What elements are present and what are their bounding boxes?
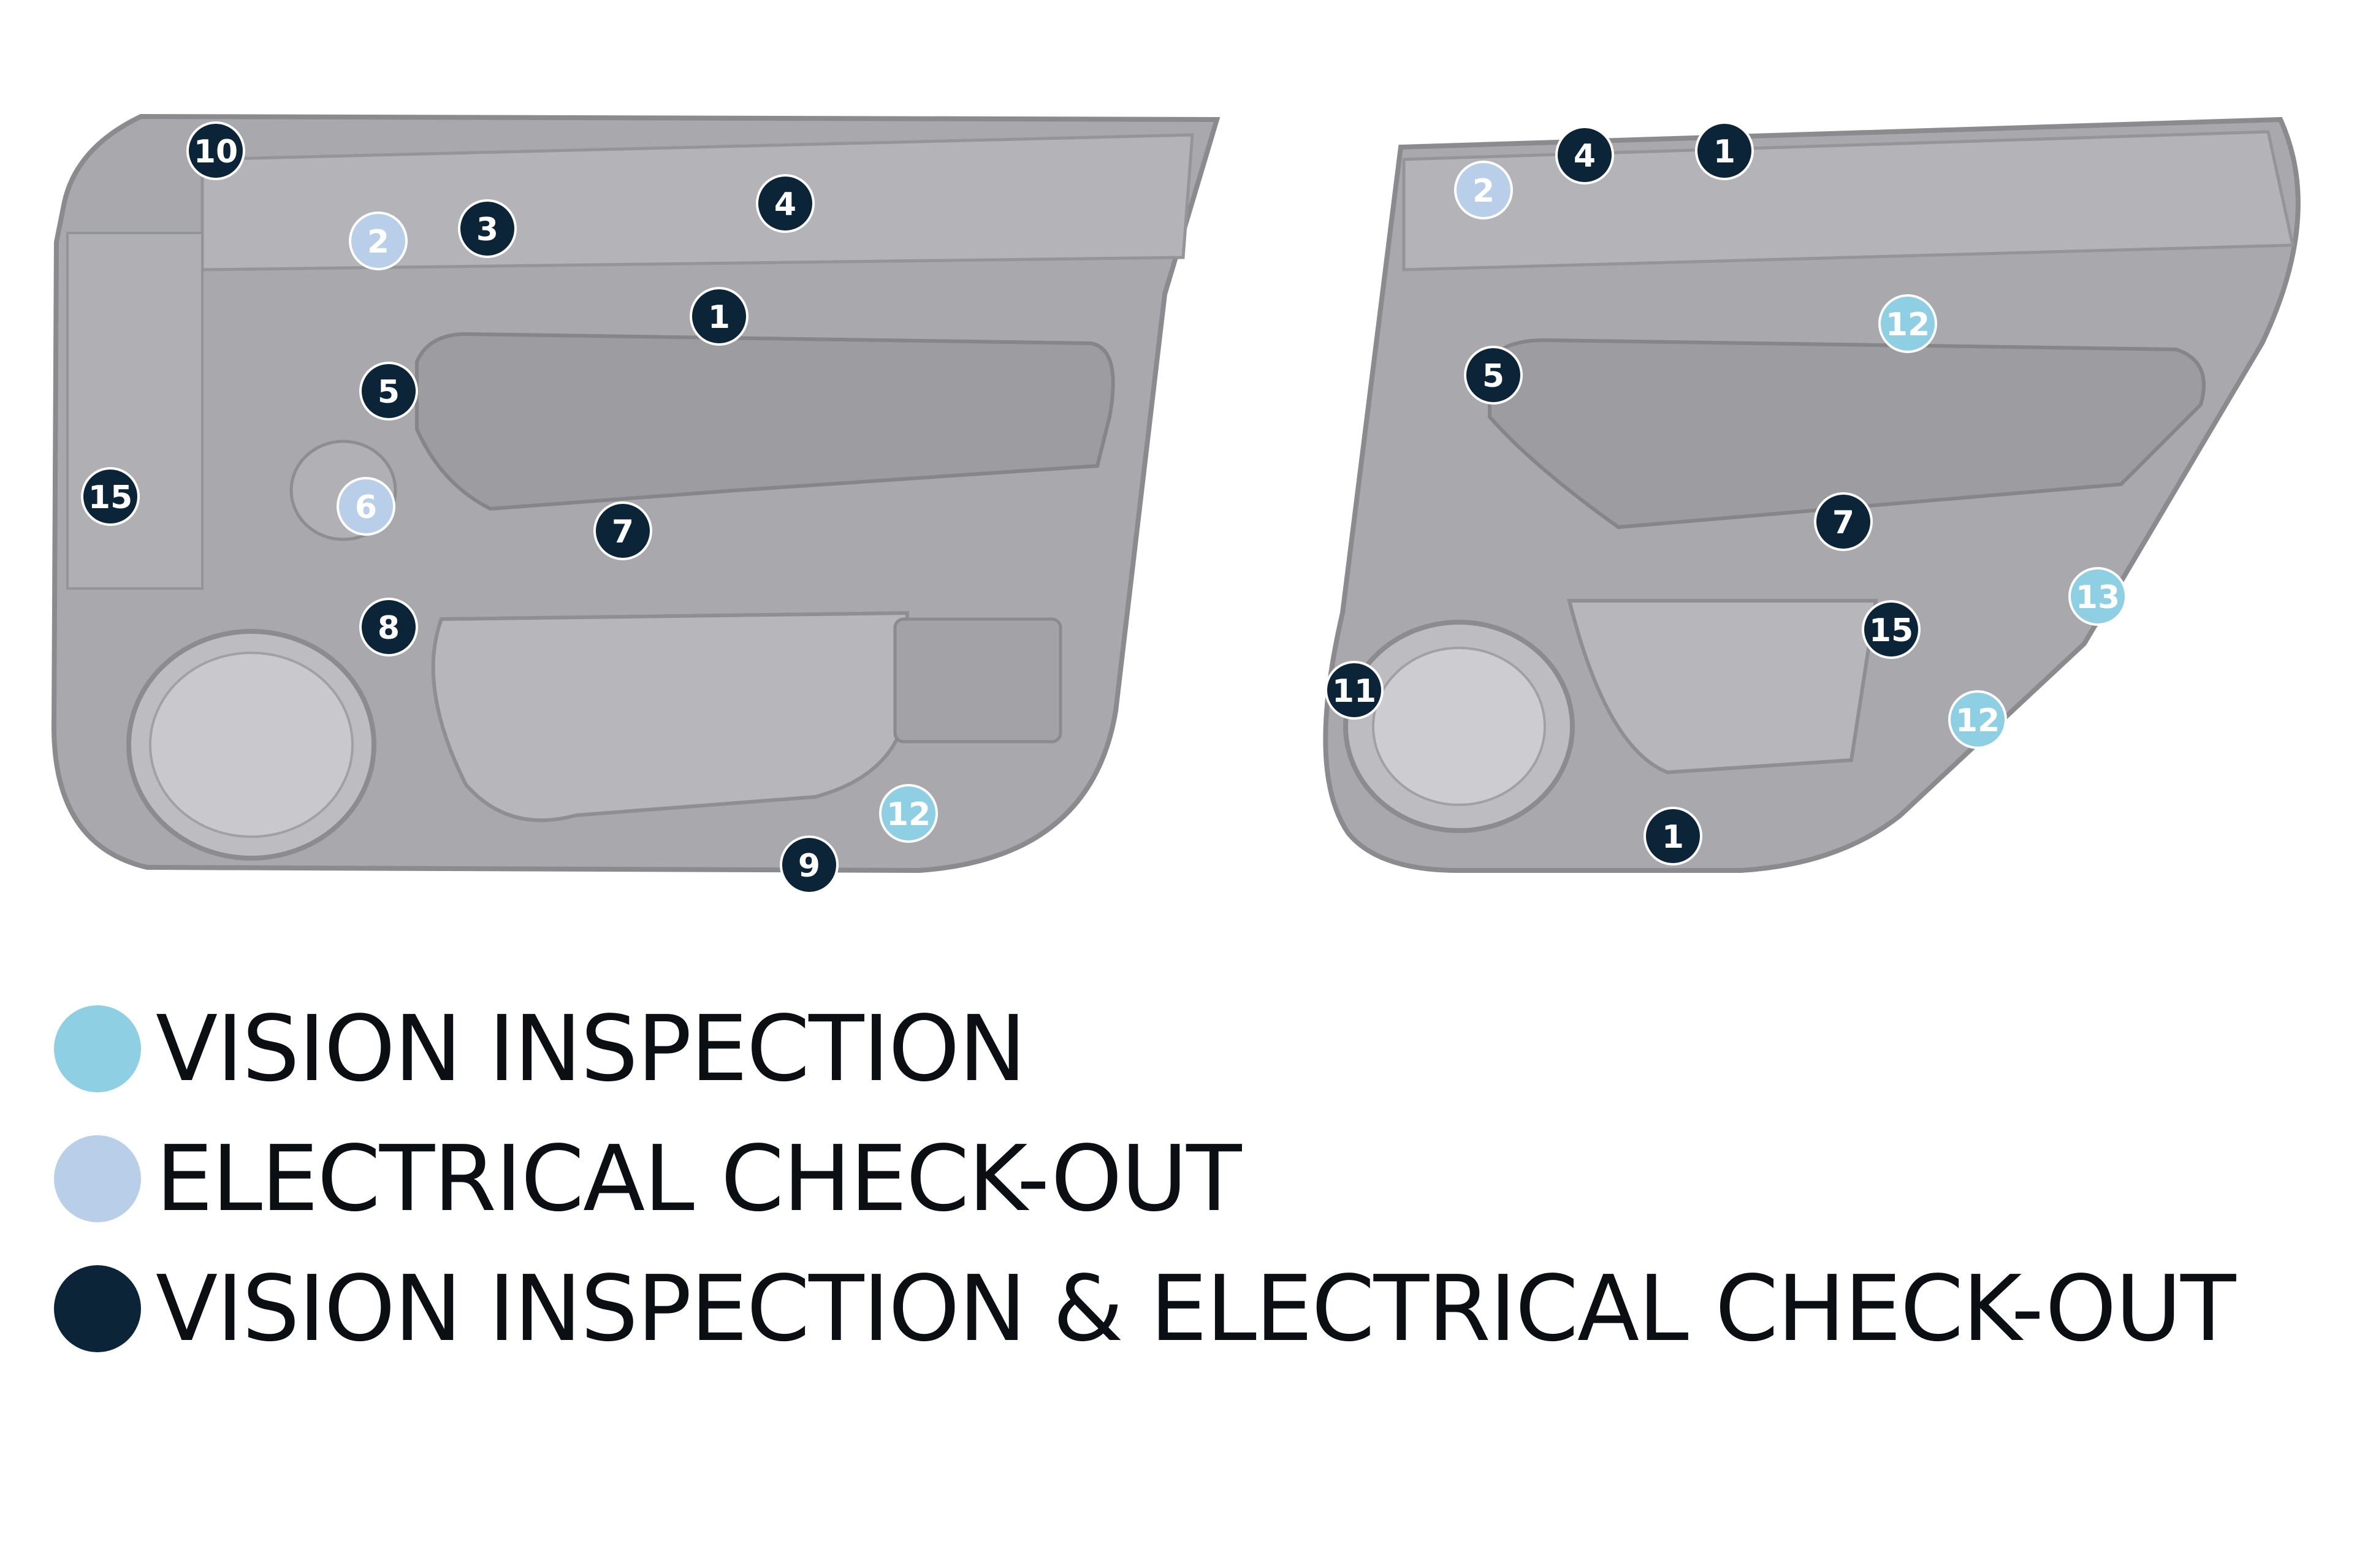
callout-marker-2: 2 — [349, 211, 408, 270]
callout-circle — [1862, 600, 1921, 659]
callout-circle — [349, 211, 408, 270]
callout-number: 1 — [708, 299, 730, 336]
legend: VISION INSPECTION ELECTRICAL CHECK-OUT V… — [54, 996, 2236, 1361]
front-door-pocket — [893, 617, 1062, 744]
callout-marker-7: 7 — [593, 501, 652, 560]
callout-circle — [1454, 161, 1513, 219]
callout-circle — [756, 174, 815, 233]
callout-number: 5 — [378, 374, 400, 411]
callout-marker-5: 5 — [1464, 346, 1523, 405]
callout-number: 1 — [1662, 819, 1684, 856]
callout-circle — [879, 784, 938, 843]
callout-circle — [1814, 492, 1873, 551]
callout-number: 15 — [1869, 612, 1913, 649]
legend-label: ELECTRICAL CHECK-OUT — [156, 1126, 1242, 1231]
callout-number: 4 — [774, 186, 796, 223]
callout-number: 12 — [1956, 702, 2000, 739]
legend-item-electrical-checkout: ELECTRICAL CHECK-OUT — [54, 1126, 2234, 1231]
callout-circle — [81, 467, 140, 526]
legend-label: VISION INSPECTION — [156, 996, 1026, 1102]
callout-marker-15: 15 — [81, 467, 140, 526]
callout-number: 10 — [194, 134, 238, 170]
callout-circle — [1325, 661, 1384, 720]
legend-label: VISION INSPECTION & ELECTRICAL CHECK-OUT — [156, 1256, 2236, 1361]
callout-circle — [593, 501, 652, 560]
legend-item-vision-inspection: VISION INSPECTION — [54, 996, 2234, 1102]
callout-marker-8: 8 — [359, 598, 418, 657]
callout-marker-13: 13 — [2068, 567, 2127, 626]
vision-inspection-swatch — [54, 1005, 141, 1092]
legend-item-both: VISION INSPECTION & ELECTRICAL CHECK-OUT — [54, 1256, 2236, 1361]
callout-number: 12 — [1886, 306, 1930, 343]
callout-marker-2: 2 — [1454, 161, 1513, 219]
callout-number: 15 — [88, 479, 132, 516]
callout-number: 7 — [612, 514, 634, 550]
callout-marker-10: 10 — [186, 121, 245, 180]
callout-circle — [2068, 567, 2127, 626]
front-door-panel — [51, 113, 1221, 873]
electrical-checkout-swatch — [54, 1135, 141, 1222]
callout-circle — [359, 362, 418, 421]
callout-number: 5 — [1482, 358, 1504, 395]
callout-circle — [186, 121, 245, 180]
callout-circle — [1644, 807, 1702, 866]
callout-circle — [1948, 690, 2007, 749]
callout-number: 1 — [1713, 134, 1735, 170]
callout-marker-9: 9 — [780, 835, 839, 894]
callout-marker-4: 4 — [756, 174, 815, 233]
callout-circle — [690, 287, 748, 346]
callout-number: 13 — [2076, 579, 2120, 616]
rear-door-panel — [1323, 116, 2301, 873]
callout-marker-3: 3 — [458, 199, 517, 258]
callout-circle — [780, 835, 839, 894]
callout-marker-12: 12 — [879, 784, 938, 843]
callout-circle — [1878, 294, 1937, 353]
callout-marker-5: 5 — [359, 362, 418, 421]
callout-number: 2 — [1472, 173, 1495, 210]
front-door-speaker-grille — [149, 652, 354, 838]
callout-circle — [359, 598, 418, 657]
callout-marker-4: 4 — [1555, 126, 1614, 185]
callout-number: 8 — [378, 610, 400, 647]
callout-circle — [337, 477, 395, 536]
callout-marker-1: 1 — [1644, 807, 1702, 866]
front-door-honeycomb — [66, 232, 204, 590]
callout-circle — [458, 199, 517, 258]
rear-door-armrest — [1567, 599, 1878, 775]
rear-door-window-recess — [1488, 338, 2206, 530]
callout-number: 6 — [355, 489, 377, 526]
front-door-armrest — [431, 611, 910, 823]
callout-circle — [1464, 346, 1523, 405]
rear-door-upper-rail — [1402, 130, 2295, 272]
callout-circle — [1555, 126, 1614, 185]
callout-number: 3 — [476, 211, 498, 248]
callout-number: 2 — [367, 224, 389, 261]
callout-marker-15: 15 — [1862, 600, 1921, 659]
callout-marker-12: 12 — [1878, 294, 1937, 353]
callout-number: 11 — [1332, 673, 1376, 710]
callout-circle — [1695, 121, 1754, 180]
rear-door-speaker-grille — [1372, 647, 1546, 806]
callout-number: 12 — [886, 796, 931, 833]
callout-number: 7 — [1832, 504, 1854, 541]
callout-marker-11: 11 — [1325, 661, 1384, 720]
callout-marker-1: 1 — [690, 287, 748, 346]
front-door-window-recess — [415, 332, 1115, 511]
callout-marker-1: 1 — [1695, 121, 1754, 180]
both-swatch — [54, 1265, 141, 1352]
callout-number: 4 — [1574, 138, 1596, 175]
callout-marker-7: 7 — [1814, 492, 1873, 551]
callout-marker-6: 6 — [337, 477, 395, 536]
callout-number: 9 — [798, 848, 820, 885]
callout-marker-12: 12 — [1948, 690, 2007, 749]
